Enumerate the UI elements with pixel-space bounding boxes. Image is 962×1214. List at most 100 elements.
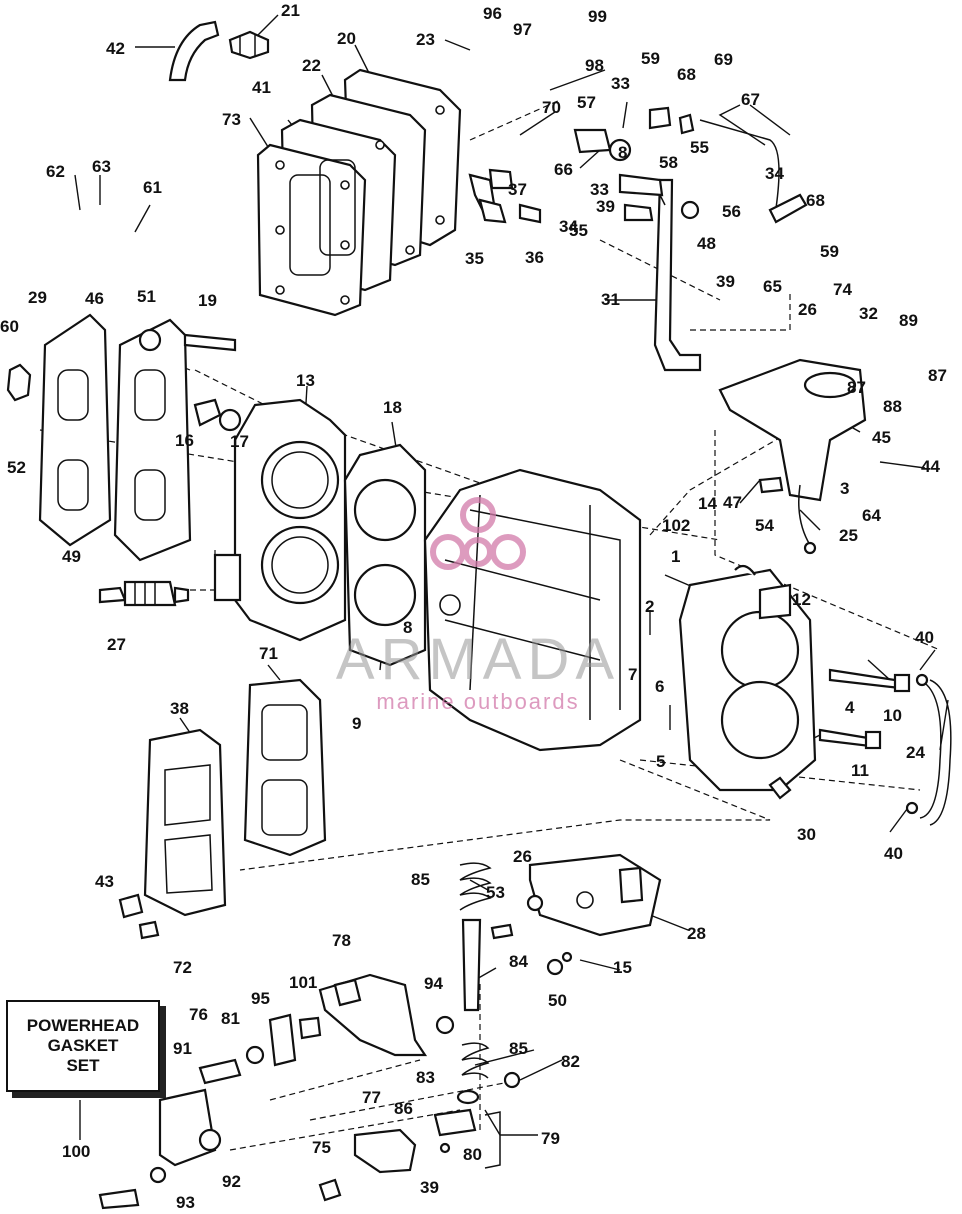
callout-label: 27 — [107, 635, 126, 654]
callout-label: 16 — [175, 431, 194, 450]
callout-label: 34 — [559, 217, 578, 236]
callout-label: 30 — [797, 825, 816, 844]
head-gasket — [343, 443, 427, 667]
callout-label: 33 — [590, 180, 609, 199]
callout-label: 14 — [698, 494, 717, 513]
callout-label: 44 — [921, 457, 940, 476]
callout-label: 77 — [362, 1088, 381, 1107]
callout-label: 4 — [845, 698, 855, 717]
callout-label: 85 — [411, 870, 430, 889]
callout-label: 87 — [847, 378, 866, 397]
callout-label: 19 — [198, 291, 217, 310]
callout-label: 67 — [741, 90, 760, 109]
callout-label: 100 — [62, 1142, 90, 1161]
callout-label: 11 — [851, 761, 869, 780]
callout-label: 6 — [655, 677, 664, 696]
callout-label: 74 — [833, 280, 852, 299]
gasket-label-line2: GASKET — [47, 1036, 119, 1055]
gasket-label-line3: SET — [66, 1056, 100, 1075]
callout-label: 49 — [62, 547, 81, 566]
callout-label: 94 — [424, 974, 443, 993]
callout-label: 45 — [872, 428, 891, 447]
callout-label: 51 — [137, 287, 156, 306]
callout-label: 41 — [252, 78, 271, 97]
callout-label: 88 — [883, 397, 902, 416]
watermark-subtitle: marine outboards — [376, 689, 580, 714]
callout-label: 91 — [173, 1039, 192, 1058]
callout-label: 95 — [251, 989, 270, 1008]
callout-label: 1 — [671, 547, 680, 566]
callout-label: 18 — [383, 398, 402, 417]
callout-label: 78 — [332, 931, 351, 950]
callout-label: 68 — [677, 65, 696, 84]
callout-label: 72 — [173, 958, 192, 977]
callout-label: 63 — [92, 157, 111, 176]
callout-label: 23 — [416, 30, 435, 49]
callout-label: 39 — [716, 272, 735, 291]
bracket-assembly — [718, 358, 867, 555]
callout-label: 56 — [722, 202, 741, 221]
callout-label: 93 — [176, 1193, 195, 1212]
lower-bracket — [490, 853, 662, 976]
gasket-label-line1: POWERHEAD — [26, 1016, 140, 1035]
callout-label: 84 — [509, 952, 528, 971]
callout-label: 58 — [659, 153, 678, 172]
lower-linkage-parts — [318, 973, 501, 1202]
callout-label: 57 — [577, 93, 596, 112]
watermark-title: ARMADA — [335, 627, 621, 692]
callout-label: 42 — [106, 39, 125, 58]
callout-label: 26 — [798, 300, 817, 319]
callout-label: 82 — [561, 1052, 580, 1071]
callout-label: 33 — [611, 74, 630, 93]
callout-label: 47 — [723, 493, 742, 512]
callout-label: 40 — [884, 844, 903, 863]
callout-label: 97 — [513, 20, 532, 39]
callout-label: 75 — [312, 1138, 331, 1157]
callout-label: 71 — [259, 644, 278, 663]
callout-label: 64 — [862, 506, 881, 525]
callout-label: 86 — [394, 1099, 413, 1118]
cover-plates — [256, 68, 462, 317]
callout-label: 61 — [143, 178, 162, 197]
callout-label: 98 — [585, 56, 604, 75]
callout-label: 28 — [687, 924, 706, 943]
callout-label: 73 — [222, 110, 241, 129]
callout-label: 20 — [337, 29, 356, 48]
callout-label: 59 — [641, 49, 660, 68]
callout-label: 26 — [513, 847, 532, 866]
callout-label: 46 — [85, 289, 104, 308]
callout-label: 53 — [486, 883, 505, 902]
callout-label: 59 — [820, 242, 839, 261]
crankcase-bolts-hose — [768, 668, 952, 826]
callout-label: 43 — [95, 872, 114, 891]
callout-label: 52 — [7, 458, 26, 477]
callout-label: 34 — [765, 164, 784, 183]
callout-label: 96 — [483, 4, 502, 23]
callout-label: 17 — [230, 432, 249, 451]
callout-label: 69 — [714, 50, 733, 69]
callout-label: 81 — [221, 1009, 240, 1028]
solenoid-parts — [98, 1013, 322, 1210]
callout-label: 7 — [628, 665, 637, 684]
callout-label: 40 — [915, 628, 934, 647]
callout-label: 29 — [28, 288, 47, 307]
callout-label: 79 — [541, 1129, 560, 1148]
callout-label: 54 — [755, 516, 774, 535]
callout-label: 99 — [588, 7, 607, 26]
callout-label: 24 — [906, 743, 925, 762]
callout-label: 50 — [548, 991, 567, 1010]
callout-label: 13 — [296, 371, 315, 390]
callout-label: 85 — [509, 1039, 528, 1058]
callout-label: 62 — [46, 162, 65, 181]
callout-label: 15 — [613, 958, 632, 977]
callout-label: 76 — [189, 1005, 208, 1024]
watermark: ARMADA marine outboards — [328, 630, 628, 714]
callout-label: 101 — [289, 973, 317, 992]
powerhead-gasket-set-box: POWERHEAD GASKET SET — [6, 1000, 160, 1092]
callout-label: 10 — [883, 706, 902, 725]
callout-label: 92 — [222, 1172, 241, 1191]
callout-label: 68 — [806, 191, 825, 210]
callout-label: 102 — [662, 516, 690, 535]
callout-label: 12 — [792, 590, 811, 609]
